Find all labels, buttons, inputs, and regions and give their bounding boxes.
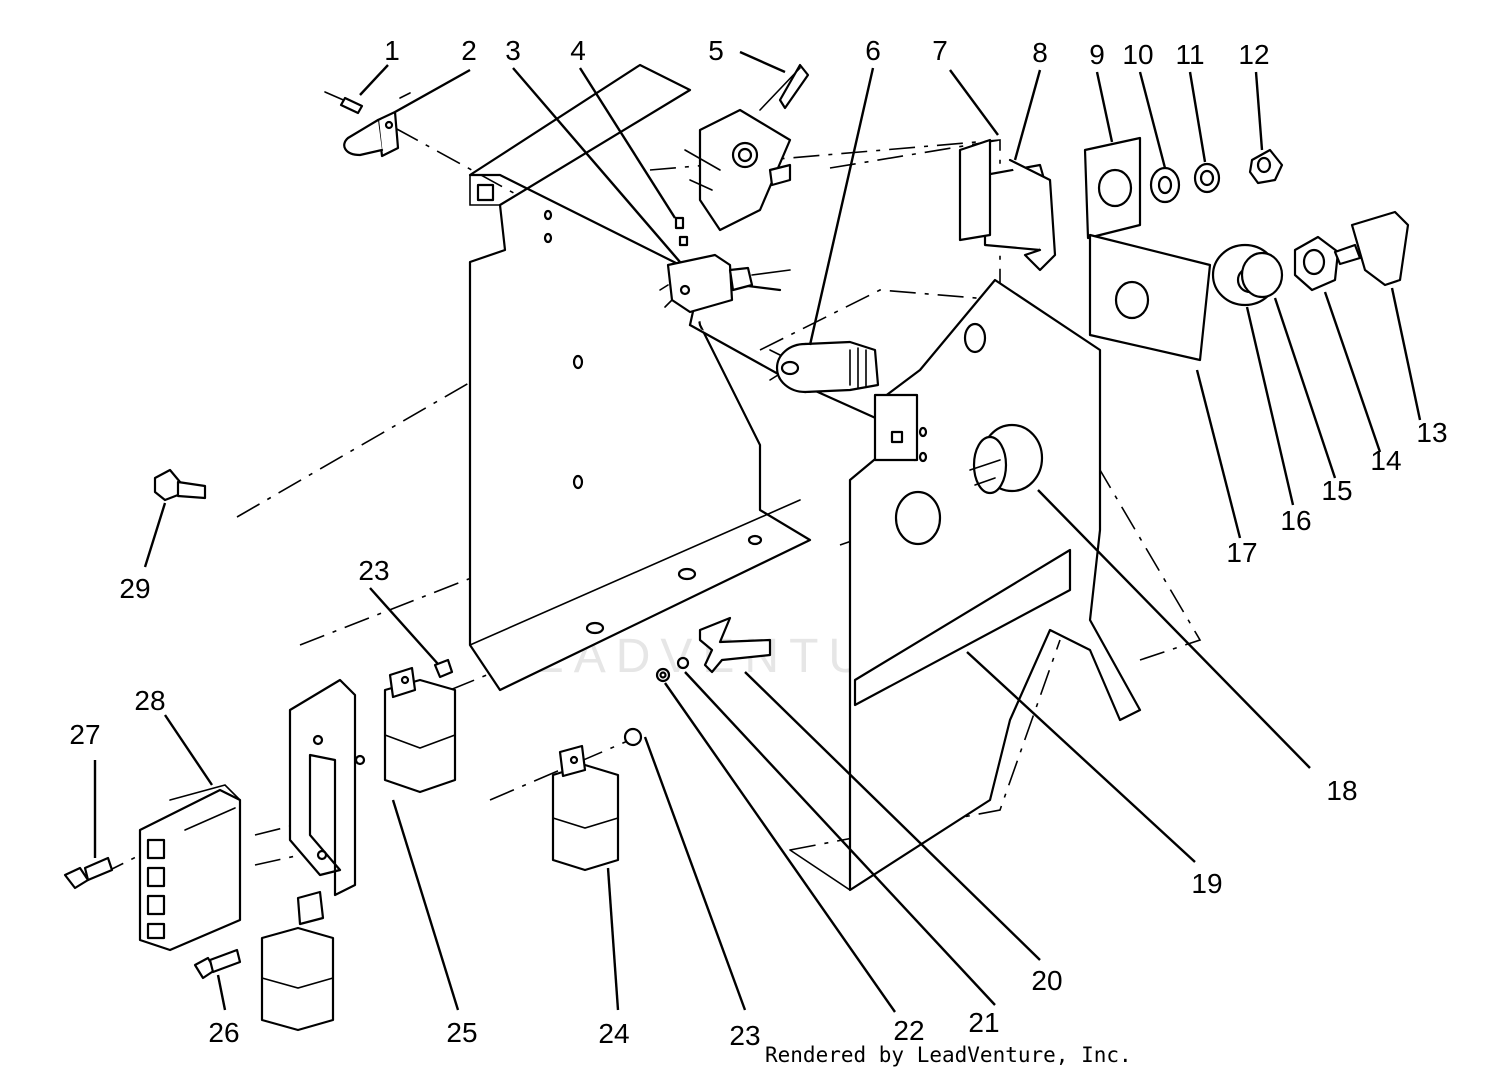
callout-13: 13 — [1416, 417, 1447, 448]
callout-3: 3 — [505, 35, 521, 66]
wire-bracket — [324, 91, 411, 158]
switch-3 — [659, 253, 791, 314]
relay-26 — [193, 890, 335, 1032]
callout-6: 6 — [865, 35, 881, 66]
callout-29: 29 — [119, 573, 150, 604]
callout-20: 20 — [1031, 965, 1062, 996]
relay-24 — [551, 727, 643, 872]
clip-20 — [655, 616, 772, 683]
bracket-25 — [288, 678, 366, 897]
callout-15: 15 — [1321, 475, 1352, 506]
relay-upper — [383, 658, 457, 794]
gauge-18 — [969, 423, 1044, 495]
bolt-29 — [153, 468, 207, 502]
callout-28: 28 — [134, 685, 165, 716]
callout-27: 27 — [69, 719, 100, 750]
callout-2: 2 — [461, 35, 477, 66]
callout-19: 19 — [1191, 868, 1222, 899]
clip-4 — [674, 216, 689, 247]
leader-lines — [93, 50, 1422, 1013]
callout-26: 26 — [208, 1017, 239, 1048]
callout-18: 18 — [1326, 775, 1357, 806]
switch-5 — [684, 63, 810, 232]
callout-16: 16 — [1280, 505, 1311, 536]
callout-25: 25 — [446, 1017, 477, 1048]
callout-9: 9 — [1089, 39, 1105, 70]
callout-23-lower: 23 — [729, 1020, 760, 1051]
callout-8: 8 — [1032, 37, 1048, 68]
control-panel-left — [468, 63, 812, 692]
module-28 — [63, 784, 242, 952]
callout-10: 10 — [1122, 39, 1153, 70]
callout-7: 7 — [932, 35, 948, 66]
callout-22: 22 — [893, 1015, 924, 1046]
callout-21: 21 — [968, 1007, 999, 1038]
rocker-switch-8 — [958, 138, 1057, 272]
ignition-switch-6 — [769, 340, 880, 394]
decal-17 — [1088, 233, 1212, 362]
callout-23-upper: 23 — [358, 555, 389, 586]
key-and-nut — [1211, 210, 1410, 307]
callout-24: 24 — [598, 1018, 629, 1049]
callout-17: 17 — [1226, 537, 1257, 568]
washer-stack — [1083, 136, 1284, 240]
credit-line: Rendered by LeadVenture, Inc. — [765, 1043, 1132, 1067]
callout-11: 11 — [1175, 39, 1204, 70]
decal-strip — [853, 548, 1072, 707]
callout-5: 5 — [708, 35, 724, 66]
callout-14: 14 — [1370, 445, 1401, 476]
callout-1: 1 — [384, 35, 400, 66]
callout-12: 12 — [1238, 39, 1269, 70]
callout-numbers: 1 2 3 4 5 6 7 8 9 10 11 12 13 14 15 16 1… — [69, 35, 1447, 1051]
callout-4: 4 — [570, 35, 586, 66]
control-panel-right — [688, 278, 1142, 892]
